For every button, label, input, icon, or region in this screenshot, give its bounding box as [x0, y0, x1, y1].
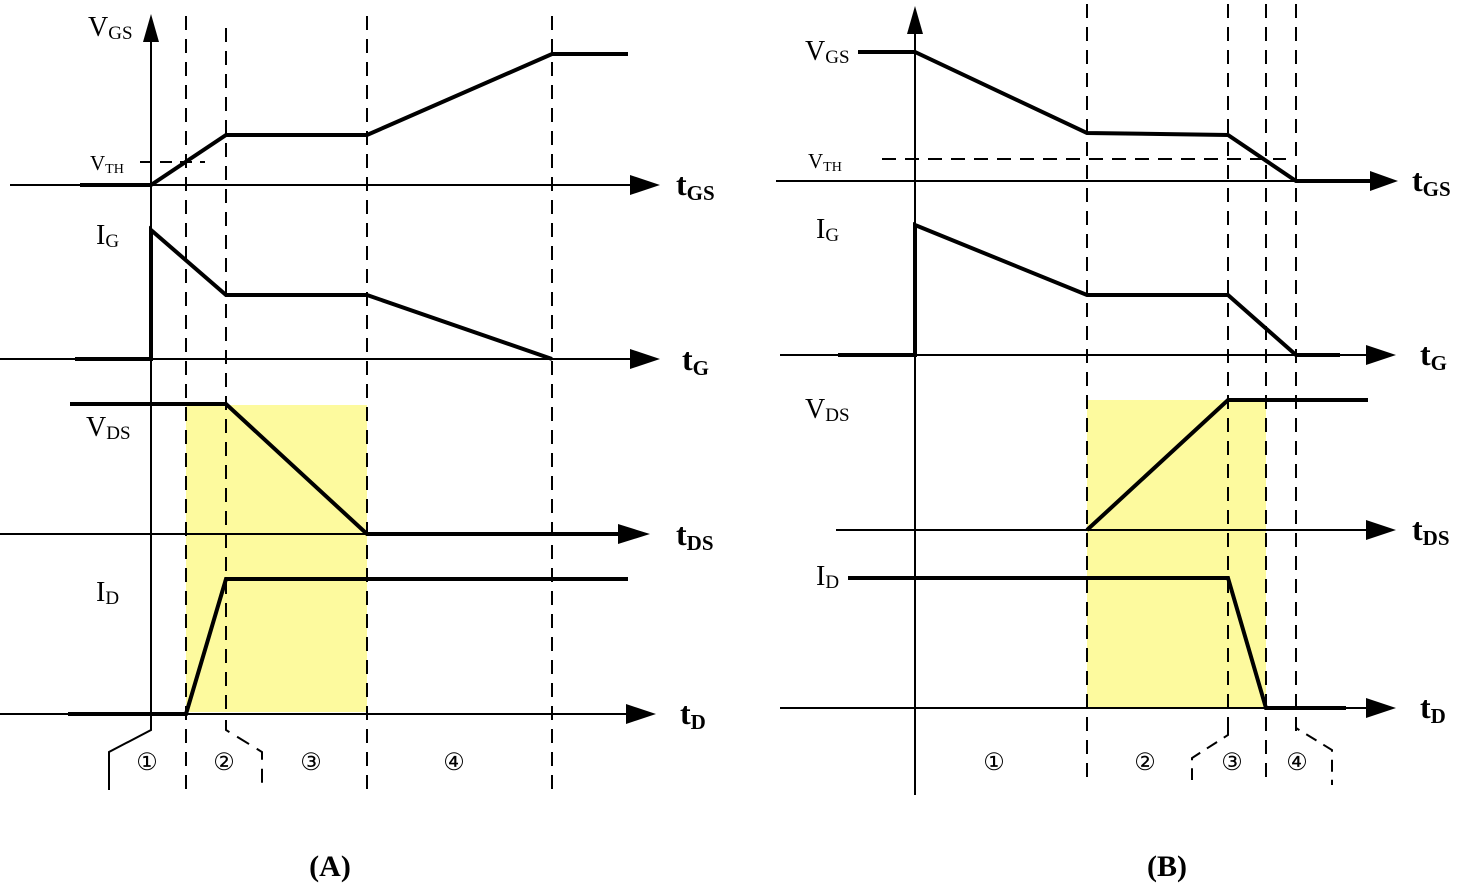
interval1-bracket-a: [108, 714, 152, 790]
tg-axis-arrow-a: [630, 349, 660, 369]
td-axis-arrow-b: [1366, 698, 1396, 718]
vgs-waveform-a: [80, 52, 628, 187]
interval-4-label-b: ④: [1286, 750, 1308, 776]
vgs-label-b: VGS: [805, 36, 850, 68]
tds-axis-label-b: tDS: [1412, 511, 1450, 550]
tgs-axis-label-b: tGS: [1412, 162, 1451, 201]
ig-label-a: IG: [96, 220, 119, 252]
id-waveform-b: [848, 576, 1346, 710]
vds-label-b: VDS: [805, 394, 850, 426]
interval-2-label-b: ②: [1134, 750, 1156, 776]
vth-label-b: VTH: [808, 149, 842, 175]
vgs-label-a: VGS: [88, 12, 133, 44]
vertical-axis-arrow-b: [907, 6, 923, 34]
vds-waveform-b: [1085, 398, 1368, 532]
switching-loss-region-b: [1087, 400, 1266, 708]
tds-axis-arrow-a: [618, 524, 650, 544]
tds-axis-label-a: tDS: [676, 516, 714, 555]
interval-1-label-b: ①: [983, 750, 1005, 776]
vds-waveform-a: [70, 402, 618, 536]
interval3-bracket-b: [1191, 728, 1229, 780]
ig-waveform-a: [75, 225, 553, 361]
tg-axis-label-b: tG: [1420, 336, 1447, 375]
interval-3-label-b: ③: [1221, 750, 1243, 776]
panel-caption-a: (A): [309, 850, 351, 883]
interval-2-label-a: ②: [213, 750, 235, 776]
td-axis-label-a: tD: [680, 695, 706, 734]
vds-label-a: VDS: [86, 412, 131, 444]
id-label-b: ID: [816, 561, 839, 593]
vertical-axis-arrow-a: [143, 14, 159, 42]
tds-axis-arrow-b: [1366, 520, 1396, 540]
tgs-axis-label-a: tGS: [676, 166, 715, 205]
tg-axis-arrow-b: [1366, 345, 1396, 365]
interval-4-label-a: ④: [443, 750, 465, 776]
vth-label-a: VTH: [90, 151, 124, 177]
tgs-axis-arrow-a: [630, 175, 660, 195]
ig-label-b: IG: [816, 214, 839, 246]
td-axis-arrow-a: [626, 704, 656, 724]
vgs-waveform-b: [858, 50, 1370, 183]
panel-b: VGS VTH IG VDS ID tGS tG tDS tD ① ② ③ ④ …: [776, 4, 1451, 883]
id-label-a: ID: [96, 577, 119, 609]
interval-boundaries-b: [1086, 4, 1297, 785]
interval2-bracket-a: [225, 720, 263, 790]
tgs-axis-arrow-b: [1370, 171, 1398, 191]
tg-axis-label-a: tG: [682, 341, 709, 380]
switching-loss-region-a: [186, 405, 367, 712]
id-waveform-a: [68, 577, 628, 716]
interval-1-label-a: ①: [136, 750, 158, 776]
interval-boundaries-a: [185, 16, 553, 790]
panel-caption-b: (B): [1147, 850, 1187, 883]
panel-a: VGS VTH IG VDS ID tGS tG tDS tD ① ② ③ ④ …: [0, 12, 715, 883]
interval4-bracket-b: [1295, 720, 1333, 785]
td-axis-label-b: tD: [1420, 689, 1446, 728]
ig-waveform-b: [838, 222, 1340, 357]
interval-3-label-a: ③: [300, 750, 322, 776]
